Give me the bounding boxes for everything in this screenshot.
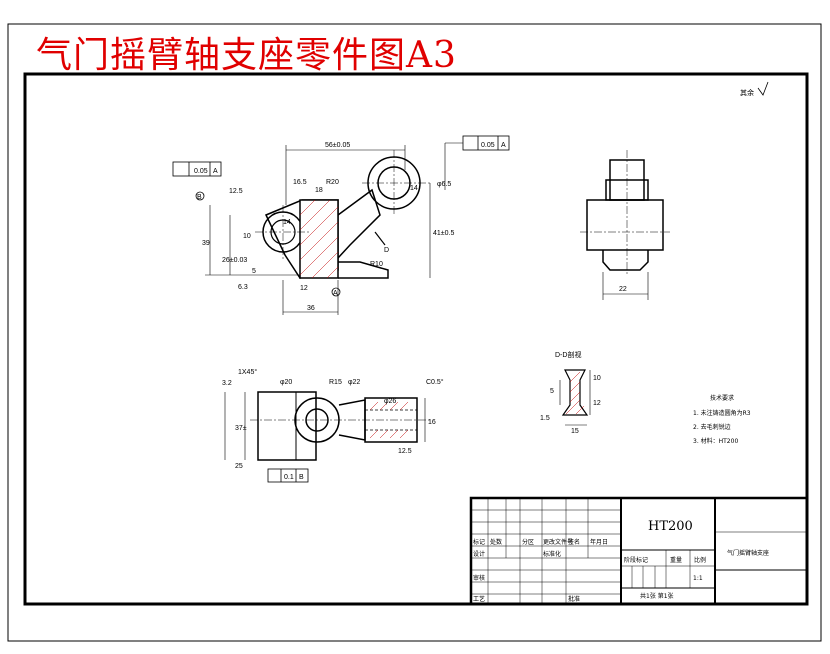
dim-18: 18 <box>315 187 323 194</box>
dim-16: 16 <box>428 419 436 426</box>
dim-r15: R15 <box>329 379 342 386</box>
tb-label-doc-no: 更改文件号 <box>543 538 573 546</box>
section-title: D-D剖视 <box>555 350 581 359</box>
tb-label-standard: 标准化 <box>543 550 561 558</box>
dim-36: 36 <box>307 305 315 312</box>
title-block-scale: 1:1 <box>693 575 703 582</box>
gdt-left-value: 0.05 <box>194 168 208 175</box>
dim-r20: R20 <box>326 179 339 186</box>
gdt-bottom-value: 0.1 <box>284 474 294 481</box>
dim-phi20: φ20 <box>280 379 292 386</box>
rough-12-5: 12.5 <box>229 188 243 195</box>
dim-39: 39 <box>202 240 210 247</box>
tb-label-zone: 分区 <box>522 538 534 546</box>
tb-label-process: 工艺 <box>473 595 485 603</box>
rough-3-2: 3.2 <box>222 380 232 387</box>
dim-phi26: φ26 <box>384 398 396 405</box>
title-block-part-name: 气门摇臂轴支座 <box>727 549 769 557</box>
tb-label-weight: 重量 <box>670 556 682 564</box>
gdt-bottom-datum: B <box>299 474 304 481</box>
title-block-material: HT200 <box>648 519 693 534</box>
section-dim-c: 12 <box>593 400 601 407</box>
dim-16-5: 16.5 <box>293 179 307 186</box>
dim-side-width: 22 <box>619 286 627 293</box>
dim-14b: 14 <box>410 185 418 192</box>
datum-a-label: A <box>333 290 338 297</box>
roughness-symbol-icon <box>757 81 769 96</box>
tech-req-item-1: 1. 未注铸造圆角为R3 <box>693 409 751 417</box>
section-dim-d: 1.5 <box>540 415 550 422</box>
chamfer-label: 1X45° <box>238 368 257 376</box>
view-label-d: D <box>384 247 389 254</box>
section-dim-a: 5 <box>550 388 554 395</box>
dim-10: 10 <box>243 233 251 240</box>
title-block-sheet-info: 共1张 第1张 <box>640 592 674 600</box>
dim-c05: C0.5° <box>426 378 444 386</box>
tech-req-title: 技术要求 <box>710 394 734 402</box>
rough-12-5b: 12.5 <box>398 448 412 455</box>
dim-26: 26±0.03 <box>222 257 247 264</box>
front-view <box>172 135 510 315</box>
dim-r10: R10 <box>370 261 383 268</box>
rough-25: 25 <box>235 463 243 470</box>
outer-border <box>7 23 822 642</box>
tb-label-approve: 批准 <box>568 595 580 603</box>
dim-top-overall: 56±0.05 <box>325 142 350 149</box>
tb-label-date: 年月日 <box>590 538 608 546</box>
title-block <box>469 496 809 606</box>
section-dd <box>559 369 591 426</box>
side-view <box>580 150 670 300</box>
drawing-title: 气门摇臂轴支座零件图A3 <box>36 35 457 76</box>
gdt-top-value: 0.05 <box>481 142 495 149</box>
tb-label-count: 处数 <box>490 538 502 546</box>
dim-41: 41±0.5 <box>433 230 454 237</box>
tb-label-mark: 标记 <box>473 538 485 546</box>
dim-phi22: φ22 <box>348 379 360 386</box>
dim-37: 37± <box>235 425 247 432</box>
dim-12: 12 <box>300 285 308 292</box>
datum-b-icon <box>195 191 205 201</box>
datum-a-icon <box>331 287 341 297</box>
tech-req-item-2: 2. 去毛刺锐边 <box>693 423 731 431</box>
gdt-left-datum: A <box>213 168 218 175</box>
tb-label-stage-mark: 阶段标记 <box>624 556 648 564</box>
tb-label-review: 审核 <box>473 574 485 582</box>
section-dim-e: 15 <box>571 428 579 435</box>
tb-label-sign: 签名 <box>568 538 580 546</box>
rough-6-3: 6.3 <box>238 284 248 291</box>
datum-b-label: B <box>197 194 202 201</box>
surface-finish-note: 其余 <box>740 88 754 97</box>
tb-label-ratio: 比例 <box>694 556 706 564</box>
dim-phi6-5: φ6.5 <box>437 181 451 188</box>
dim-14a: 14 <box>283 219 291 226</box>
section-dim-b: 10 <box>593 375 601 382</box>
tech-req-item-3: 3. 材料：HT200 <box>693 437 738 445</box>
top-view <box>224 391 430 483</box>
dim-5: 5 <box>252 268 256 275</box>
tb-label-design: 设计 <box>473 550 485 558</box>
gdt-top-datum: A <box>501 142 506 149</box>
inner-frame <box>23 72 809 606</box>
